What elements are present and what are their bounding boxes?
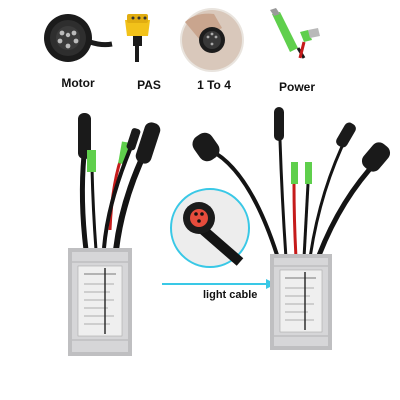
left-controller-cables xyxy=(78,113,161,251)
left-controller-box xyxy=(68,248,132,356)
one-to-four-label: 1 To 4 xyxy=(197,78,231,92)
arrow-right-icon xyxy=(162,279,276,289)
light-connector-zoom xyxy=(170,188,250,268)
right-controller-box xyxy=(270,254,332,350)
motor-connector-icon xyxy=(44,14,113,62)
power-terminal-icon xyxy=(270,8,320,59)
pas-label: PAS xyxy=(137,78,161,92)
power-label: Power xyxy=(278,80,316,94)
right-controller-cables xyxy=(192,107,391,259)
light-cable-label: light cable xyxy=(203,289,258,301)
pas-connector-icon xyxy=(125,14,150,62)
motor-label: Motor xyxy=(61,76,95,90)
one-to-four-connector-icon xyxy=(180,8,244,72)
